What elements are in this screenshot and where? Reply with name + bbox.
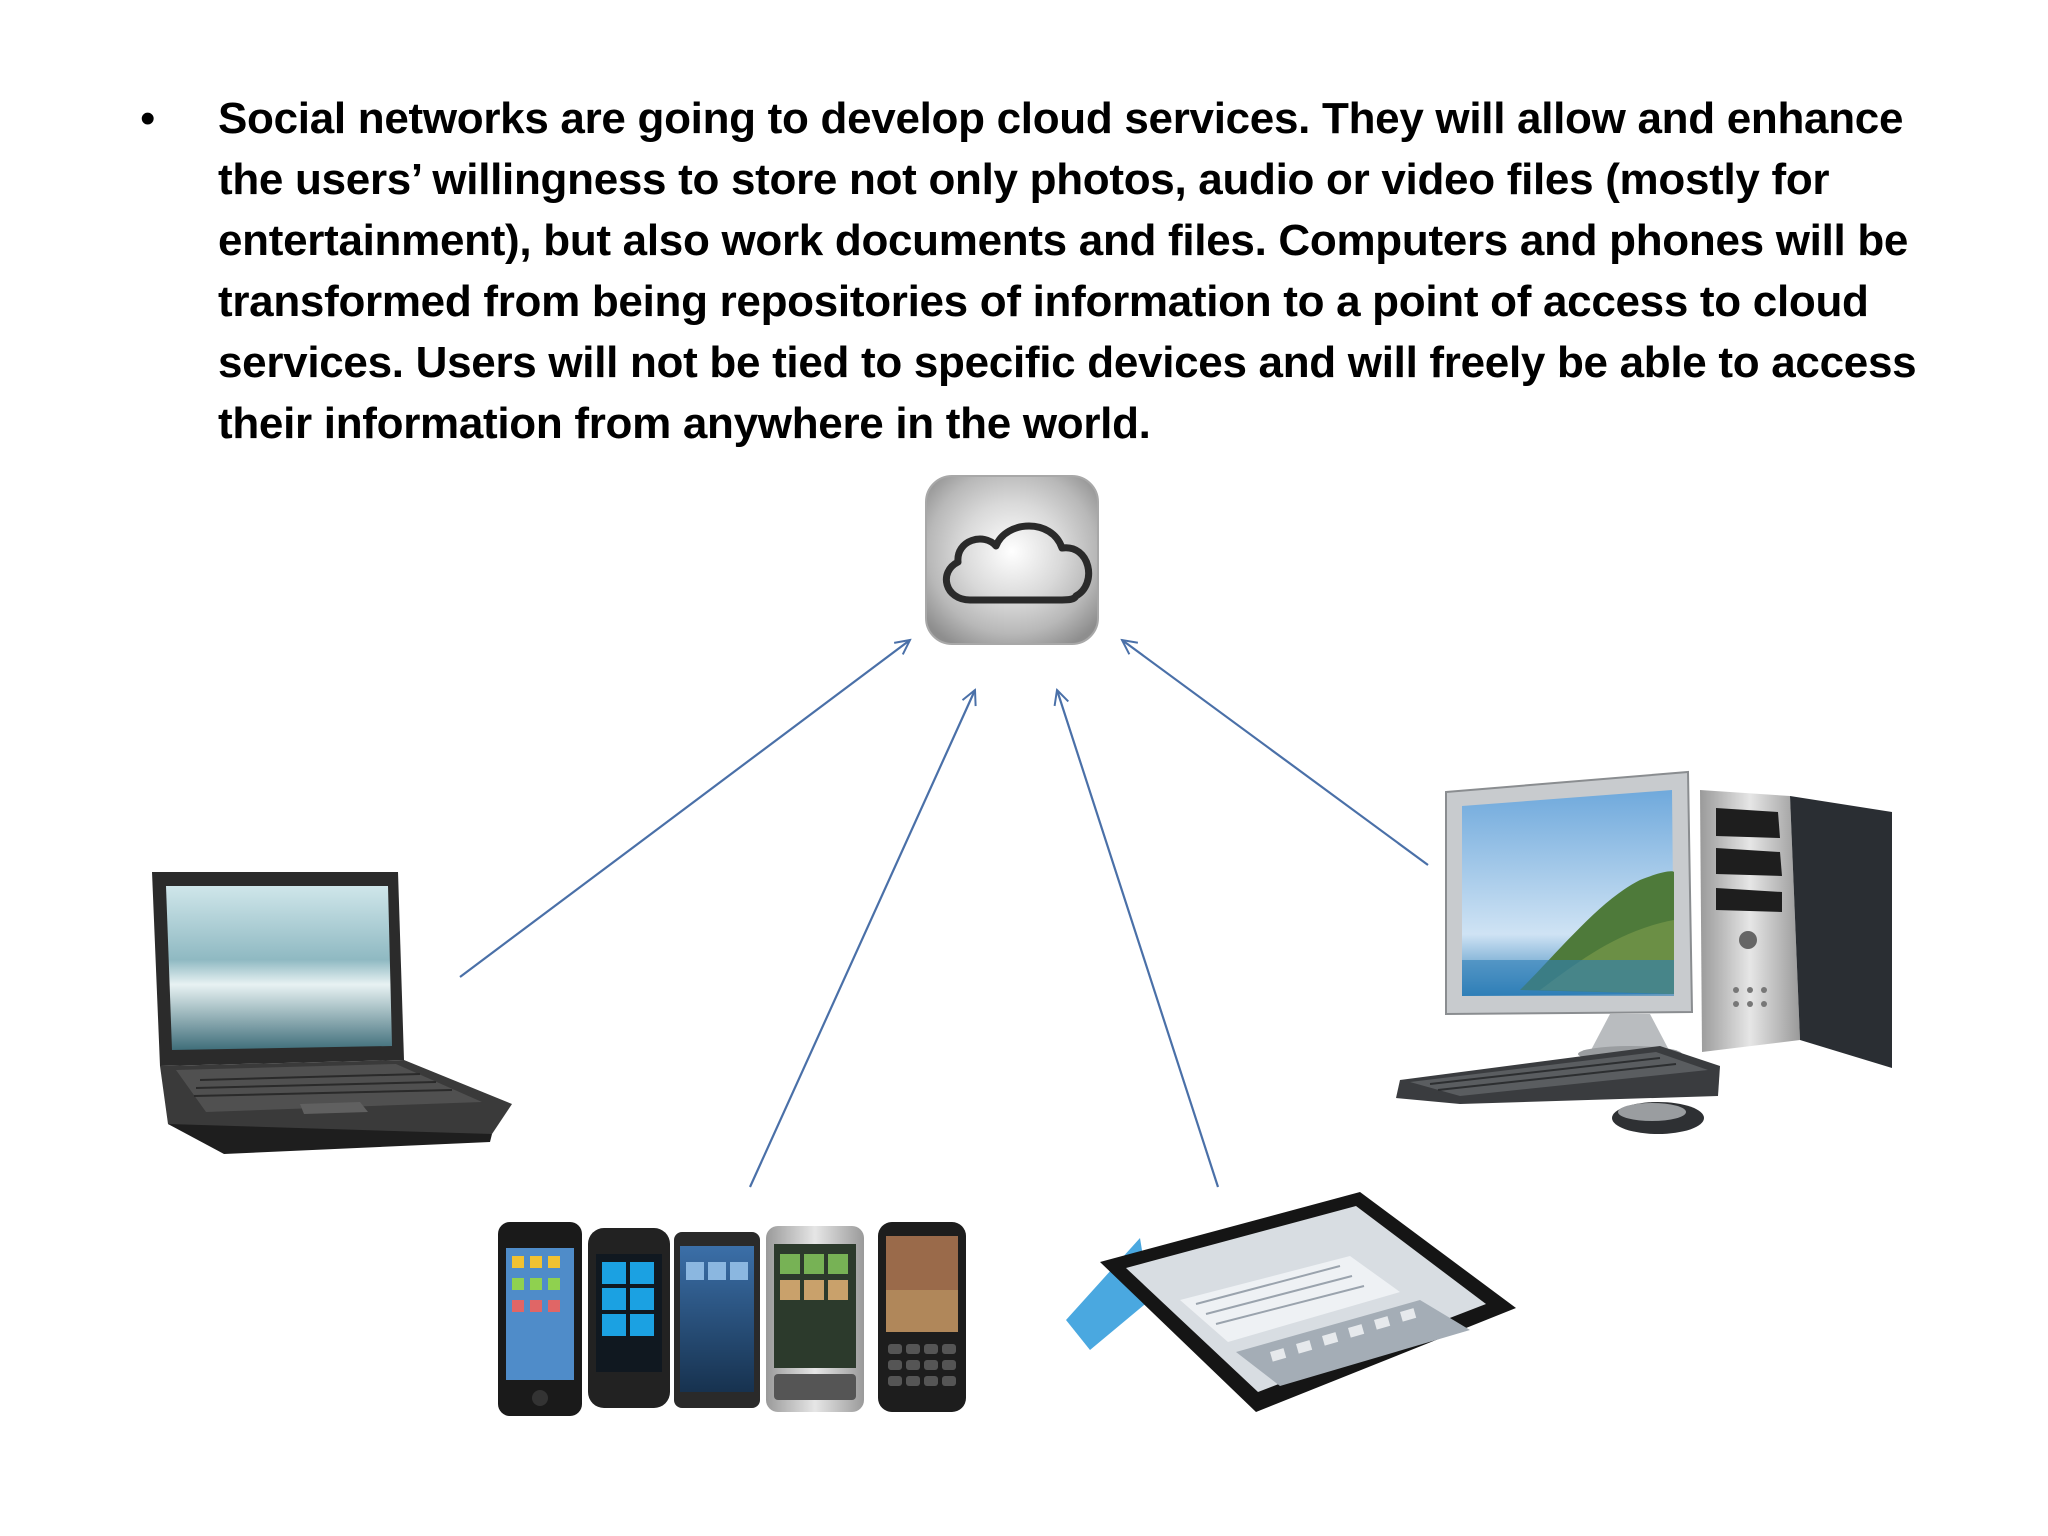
tablet-image bbox=[1066, 1192, 1516, 1412]
connection-arrows bbox=[459, 640, 1429, 1188]
arrow-desktop bbox=[1122, 640, 1429, 866]
arrow-laptop bbox=[459, 640, 910, 978]
arrow-smartphones bbox=[748, 690, 975, 1188]
laptop-image bbox=[152, 872, 512, 1154]
bullet-text: Social networks are going to develop clo… bbox=[218, 94, 1917, 448]
smartphones-image bbox=[498, 1222, 966, 1416]
desktop-computer-image bbox=[1396, 770, 1892, 1134]
arrow-tablet bbox=[1057, 690, 1220, 1188]
bullet-point: • Social networks are going to develop c… bbox=[140, 88, 1940, 454]
bullet-symbol: • bbox=[140, 94, 156, 143]
cloud-icon bbox=[925, 475, 1099, 645]
